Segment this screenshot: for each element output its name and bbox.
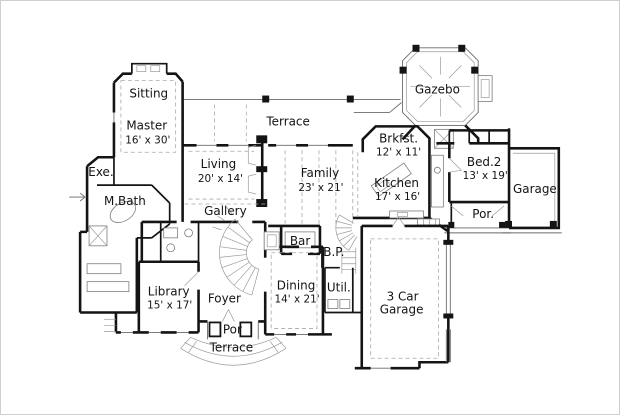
fireplace-media-wall: [247, 135, 268, 208]
room-dims-master: 16' x 30': [125, 134, 170, 146]
master-bath-walls: [86, 157, 171, 292]
foyer-curved-stair: [212, 206, 260, 296]
room-label-butlers-pantry: B.P.: [323, 245, 344, 259]
room-label-living: Living: [201, 157, 237, 171]
terrace-front-steps: [180, 337, 287, 366]
room-dims-breakfast: 12' x 11': [376, 146, 421, 158]
room-label-gazebo: Gazebo: [415, 83, 460, 97]
room-label-sitting: Sitting: [129, 87, 168, 101]
room-label-master: Master: [126, 118, 167, 132]
room-label-dining: Dining: [277, 279, 316, 293]
utility-walls: [324, 266, 362, 314]
porch-right-walls: [444, 202, 512, 234]
bar-walls: [268, 224, 322, 256]
master-wing-walls: [112, 62, 184, 222]
exercise-room-walls: [69, 155, 139, 314]
foyer-walls: [198, 221, 280, 323]
garage-right-walls: [502, 146, 562, 234]
room-labels: Sitting Master 16' x 30' Exe. M.Bath Ter…: [88, 83, 556, 355]
room-label-foyer: Foyer: [208, 292, 241, 306]
room-label-garage-3car-line2: Garage: [380, 302, 424, 316]
kitchen-walls: [352, 125, 454, 232]
room-label-library: Library: [148, 285, 190, 299]
room-label-garage-right: Garage: [513, 182, 557, 196]
room-label-utility: Util.: [327, 281, 351, 295]
bed2-walls: [436, 128, 511, 228]
family-room-walls: [268, 144, 354, 226]
room-label-gallery: Gallery: [204, 204, 247, 218]
room-label-terrace-front: Terrace: [209, 340, 253, 354]
room-label-porch-front: Por: [223, 322, 242, 336]
library-walls: [103, 260, 200, 334]
room-label-bed2: Bed.2: [467, 155, 502, 169]
room-label-porch-right: Por.: [472, 207, 494, 221]
room-dims-bed2: 13' x 19': [463, 170, 508, 182]
room-label-master-bath: M.Bath: [104, 194, 146, 208]
garage-3car-walls: [354, 216, 454, 370]
room-dims-kitchen: 17' x 16': [375, 191, 420, 203]
room-label-kitchen: Kitchen: [374, 176, 419, 190]
room-label-garage-3car-line1: 3 Car: [387, 290, 419, 304]
room-dims-dining: 14' x 21': [275, 294, 320, 306]
room-label-exercise: Exe.: [88, 165, 113, 179]
room-label-breakfast: Brkfst.: [379, 131, 418, 145]
dining-walls: [263, 245, 332, 336]
gallery-walls: [140, 203, 267, 262]
room-dims-family: 23' x 21': [298, 182, 343, 194]
room-dims-living: 20' x 14': [198, 173, 243, 185]
room-dims-library: 15' x 17': [147, 300, 192, 312]
room-label-terrace-top: Terrace: [265, 114, 309, 128]
porch-front-columns: [207, 321, 259, 340]
room-label-bar: Bar: [290, 234, 311, 248]
room-label-family: Family: [301, 166, 339, 180]
